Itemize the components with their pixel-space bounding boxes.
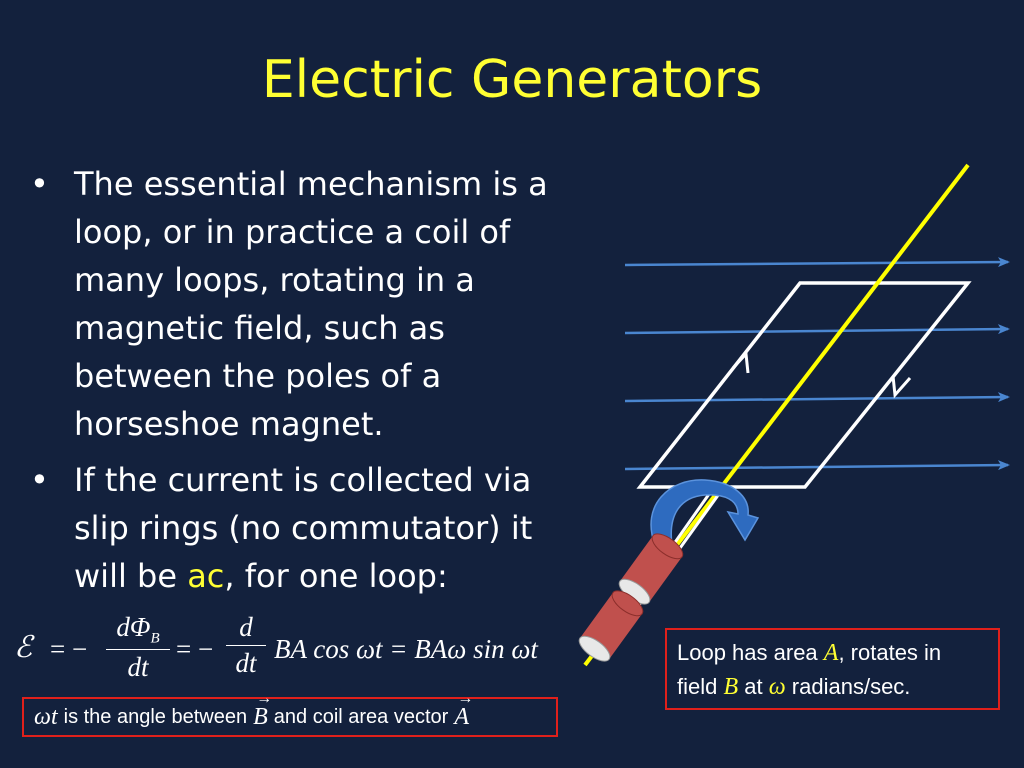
vector-arrow-icon: → bbox=[457, 689, 474, 707]
fraction-bar bbox=[226, 645, 266, 646]
fraction-denominator: dt bbox=[235, 648, 257, 678]
loop-note-text: , rotates in bbox=[838, 640, 942, 665]
fraction-numerator: dΦB bbox=[106, 612, 170, 647]
angle-note-box: ωt is the angle between →B and coil area… bbox=[22, 690, 558, 737]
field-line bbox=[624, 460, 1010, 471]
loop-note-text: at bbox=[738, 674, 769, 699]
emf-formula: ℰ = − dΦB dt = − d dt BA cos ωt = BAω si… bbox=[14, 612, 584, 696]
formula-eq2: = − bbox=[176, 634, 214, 664]
ac-highlight: ac bbox=[187, 557, 225, 595]
field-line bbox=[624, 392, 1010, 403]
loop-arrow-down-icon bbox=[891, 375, 912, 399]
loop-note-line1: Loop has area A, rotates in bbox=[677, 636, 988, 670]
loop-note-text: radians/sec. bbox=[785, 674, 911, 699]
vector-a: →A bbox=[454, 690, 473, 731]
rotation-arrow-icon bbox=[650, 479, 760, 546]
bullet-dot: • bbox=[30, 461, 49, 499]
field-line bbox=[624, 324, 1010, 335]
bullet-text-part: If the current is collected via slip rin… bbox=[74, 461, 533, 595]
omega-t-symbol: ωt bbox=[34, 703, 58, 730]
loop-note-box: Loop has area A, rotates in field B at ω… bbox=[665, 628, 1000, 710]
bullet-dot: • bbox=[30, 165, 49, 203]
angle-note-text: and coil area vector bbox=[273, 705, 449, 728]
fraction-dphi-dt: dΦB dt bbox=[106, 612, 170, 683]
fraction-bar bbox=[106, 649, 170, 651]
numerator-text: dΦ bbox=[116, 612, 151, 642]
bullet-text: If the current is collected via slip rin… bbox=[74, 456, 590, 600]
vector-b: →B bbox=[253, 690, 272, 731]
fraction-numerator: d bbox=[239, 612, 253, 642]
emf-symbol: ℰ bbox=[14, 631, 33, 664]
slip-ring bbox=[578, 590, 644, 662]
loop-note-text: field bbox=[677, 674, 724, 699]
omega-variable: ω bbox=[768, 674, 786, 700]
bullet-list: • The essential mechanism is a loop, or … bbox=[30, 160, 590, 608]
vector-arrow-icon: → bbox=[256, 689, 273, 707]
formula-eq1: = − bbox=[50, 634, 88, 664]
slip-ring bbox=[618, 533, 684, 605]
loop-note-line2: field B at ω radians/sec. bbox=[677, 670, 988, 704]
numerator-subscript: B bbox=[150, 630, 160, 647]
field-variable: B bbox=[723, 674, 739, 700]
vector-b-letter: B bbox=[253, 703, 268, 730]
area-variable: A bbox=[823, 640, 839, 666]
fraction-denominator: dt bbox=[127, 652, 149, 683]
loop-arrow-up-icon bbox=[731, 350, 750, 374]
formula-rhs: BA cos ωt = BAω sin ωt bbox=[274, 634, 538, 664]
angle-note-text: is the angle between bbox=[63, 705, 248, 728]
loop-note-text: Loop has area bbox=[677, 640, 824, 665]
bullet-text: The essential mechanism is a loop, or in… bbox=[74, 165, 548, 443]
fraction-d-dt: d dt bbox=[226, 612, 266, 679]
vector-a-letter: A bbox=[454, 703, 469, 730]
bullet-text-part: , for one loop: bbox=[224, 557, 448, 595]
slide-title: Electric Generators bbox=[261, 50, 763, 110]
current-loop bbox=[636, 281, 972, 489]
field-line bbox=[624, 257, 1010, 268]
bullet-item: • If the current is collected via slip r… bbox=[30, 456, 590, 600]
bullet-item: • The essential mechanism is a loop, or … bbox=[30, 160, 590, 448]
